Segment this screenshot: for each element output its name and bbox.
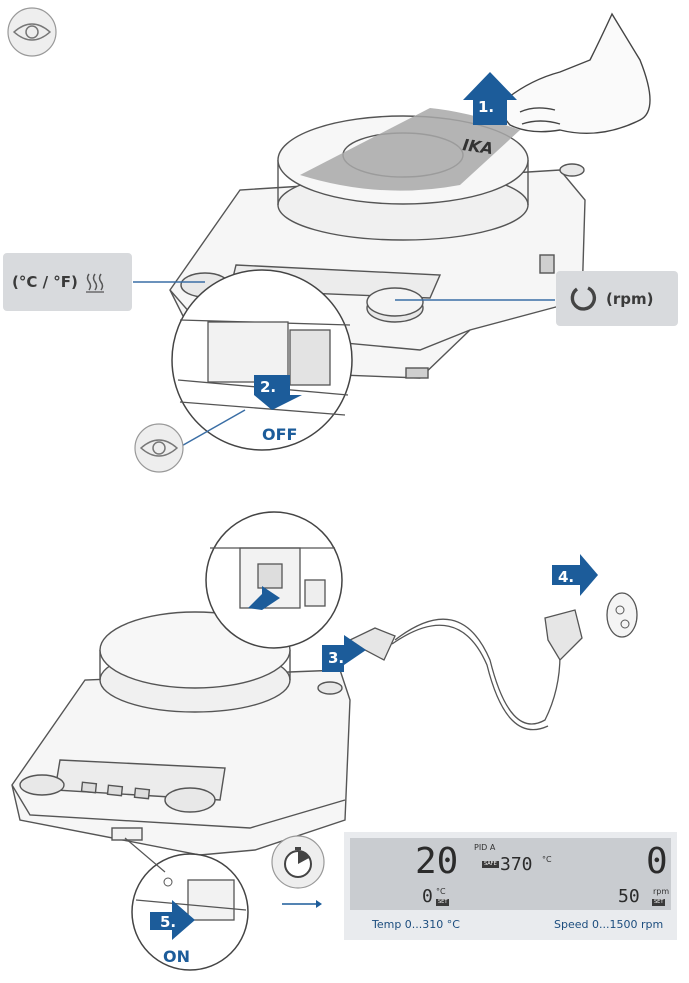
hand-illustration bbox=[501, 12, 651, 134]
step-4-arrow bbox=[552, 554, 598, 596]
power-cable bbox=[348, 609, 583, 731]
control-mode: PID A bbox=[474, 843, 496, 852]
eye-icon bbox=[7, 7, 57, 57]
set-temp-badge: SET bbox=[436, 899, 450, 906]
step-3-label: 3. bbox=[328, 649, 344, 667]
step-5-arrow bbox=[150, 900, 195, 940]
temperature-unit-text: (°C / °F) bbox=[12, 273, 78, 291]
display-screen: 20 PID A SAFE 370 °C 0 0 °C SET 50 rpm S… bbox=[350, 838, 671, 910]
display-panel: 20 PID A SAFE 370 °C 0 0 °C SET 50 rpm S… bbox=[344, 832, 677, 940]
set-temperature: 0 bbox=[422, 886, 433, 907]
set-temperature-unit: °C bbox=[436, 887, 446, 896]
timer-icon bbox=[271, 835, 325, 889]
step-3-arrow bbox=[322, 635, 366, 672]
set-speed-badge: SET bbox=[652, 899, 666, 906]
safe-temperature: 370 bbox=[500, 854, 533, 875]
bottom-device bbox=[11, 611, 351, 856]
step-1-label: 1. bbox=[478, 98, 494, 116]
wall-socket bbox=[606, 592, 638, 638]
switch-on-text: ON bbox=[163, 947, 190, 966]
step-2-label: 2. bbox=[260, 378, 276, 396]
speed-range: Speed 0...1500 rpm bbox=[554, 918, 664, 931]
insert-arrow bbox=[248, 586, 280, 610]
eye-icon bbox=[134, 423, 184, 473]
speed-unit-label: (rpm) bbox=[556, 271, 678, 326]
speed-unit-text: (rpm) bbox=[606, 289, 654, 308]
heat-icon bbox=[85, 273, 104, 293]
timer-arrow bbox=[282, 900, 322, 908]
temperature-unit: °C bbox=[542, 855, 552, 864]
plate-brand: IKA bbox=[461, 135, 494, 158]
step-4-label: 4. bbox=[558, 568, 574, 586]
switch-off-text: OFF bbox=[262, 425, 298, 444]
actual-speed: 0 bbox=[646, 841, 668, 882]
actual-temperature: 20 bbox=[415, 841, 459, 882]
set-speed: 50 bbox=[618, 886, 640, 907]
set-speed-unit: rpm bbox=[653, 887, 670, 896]
socket-magnifier bbox=[205, 511, 343, 649]
safe-badge: SAFE bbox=[482, 861, 499, 868]
switch-off-magnifier bbox=[171, 269, 353, 451]
switch-on-magnifier bbox=[131, 853, 249, 971]
step-2-arrow bbox=[254, 375, 302, 410]
step-5-label: 5. bbox=[160, 913, 176, 931]
temperature-range: Temp 0...310 °C bbox=[372, 918, 460, 931]
step-1-arrow bbox=[463, 72, 517, 125]
temperature-unit-label: (°C / °F) bbox=[3, 253, 132, 311]
rotation-icon bbox=[570, 285, 596, 311]
